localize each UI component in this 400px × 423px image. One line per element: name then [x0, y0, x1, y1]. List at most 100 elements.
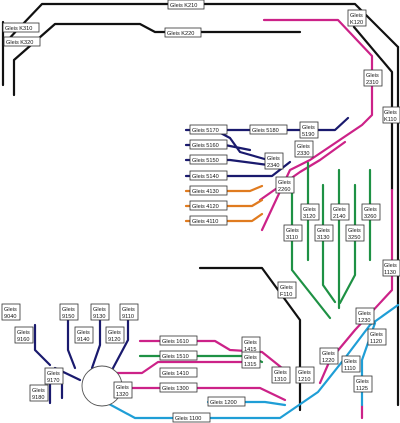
svg-text:9150: 9150	[62, 314, 74, 320]
svg-text:3130: 3130	[317, 235, 329, 241]
svg-text:Gleis: Gleis	[322, 351, 335, 357]
svg-text:1120: 1120	[370, 339, 382, 345]
svg-text:Gleis 1100: Gleis 1100	[175, 416, 201, 422]
svg-text:Gleis: Gleis	[370, 332, 383, 338]
svg-text:1320: 1320	[116, 392, 128, 398]
svg-text:3110: 3110	[286, 235, 298, 241]
svg-text:1110: 1110	[344, 366, 356, 372]
label-1610[interactable]: Gleis 1610	[159, 335, 198, 346]
track-9150	[66, 318, 77, 370]
svg-text:Gleis: Gleis	[278, 180, 291, 186]
label-1300[interactable]: Gleis 1300	[159, 382, 198, 393]
label-5180[interactable]: Gleis 5180	[249, 124, 288, 135]
label-1100[interactable]: Gleis 1100	[172, 412, 211, 423]
label-5170[interactable]: Gleis 5170	[189, 124, 228, 135]
svg-text:Gleis: Gleis	[244, 355, 257, 361]
track-k110	[352, 25, 394, 192]
svg-text:3250: 3250	[348, 235, 360, 241]
label-1510[interactable]: Gleis 1510	[159, 350, 198, 361]
svg-text:Gleis: Gleis	[356, 379, 369, 385]
svg-text:K120: K120	[350, 20, 363, 26]
label-5150[interactable]: Gleis 5150	[189, 154, 228, 165]
label-k320[interactable]: Gleis K320	[3, 36, 41, 47]
svg-text:Gleis: Gleis	[298, 370, 311, 376]
svg-text:Gleis: Gleis	[303, 207, 316, 213]
svg-text:5190: 5190	[302, 132, 314, 138]
label-5140[interactable]: Gleis 5140	[189, 170, 228, 181]
svg-text:Gleis K310: Gleis K310	[5, 26, 32, 32]
svg-text:Gleis: Gleis	[4, 307, 17, 313]
svg-text:9160: 9160	[17, 337, 29, 343]
label-k210[interactable]: Gleis K210	[167, 0, 205, 10]
label-4130[interactable]: Gleis 4130	[189, 185, 228, 196]
label-1410[interactable]: Gleis 1410	[159, 367, 198, 378]
svg-text:1210: 1210	[298, 377, 310, 383]
label-k310[interactable]: Gleis K310	[2, 22, 40, 33]
svg-text:Gleis: Gleis	[108, 330, 121, 336]
svg-text:1315: 1315	[244, 362, 256, 368]
svg-text:Gleis 4120: Gleis 4120	[192, 204, 219, 210]
svg-text:Gleis: Gleis	[358, 311, 371, 317]
svg-text:Gleis: Gleis	[366, 73, 379, 79]
svg-text:Gleis: Gleis	[47, 371, 60, 377]
label-5160[interactable]: Gleis 5160	[189, 139, 228, 150]
label-1200[interactable]: Gleis 1200	[207, 396, 246, 407]
svg-text:1230: 1230	[358, 318, 370, 324]
svg-text:Gleis 1510: Gleis 1510	[162, 354, 189, 360]
label-k220[interactable]: Gleis K220	[164, 27, 202, 38]
label-4110[interactable]: Gleis 4110	[189, 215, 228, 226]
svg-text:Gleis 1200: Gleis 1200	[210, 400, 237, 406]
svg-text:Gleis: Gleis	[297, 144, 310, 150]
label-4120[interactable]: Gleis 4120	[189, 200, 228, 211]
svg-text:Gleis 1410: Gleis 1410	[162, 371, 189, 377]
svg-text:Gleis: Gleis	[122, 307, 135, 313]
svg-text:Gleis 4130: Gleis 4130	[192, 189, 219, 195]
svg-text:F110: F110	[280, 292, 292, 298]
svg-text:Gleis: Gleis	[17, 330, 30, 336]
svg-text:1130: 1130	[384, 270, 396, 276]
svg-text:Gleis: Gleis	[344, 359, 357, 365]
track-9130	[90, 316, 102, 370]
svg-text:Gleis: Gleis	[244, 340, 257, 346]
svg-text:Gleis: Gleis	[116, 385, 129, 391]
svg-text:Gleis: Gleis	[384, 263, 397, 269]
svg-text:2260: 2260	[278, 187, 290, 193]
svg-text:9130: 9130	[93, 314, 105, 320]
track-2310	[260, 18, 374, 232]
